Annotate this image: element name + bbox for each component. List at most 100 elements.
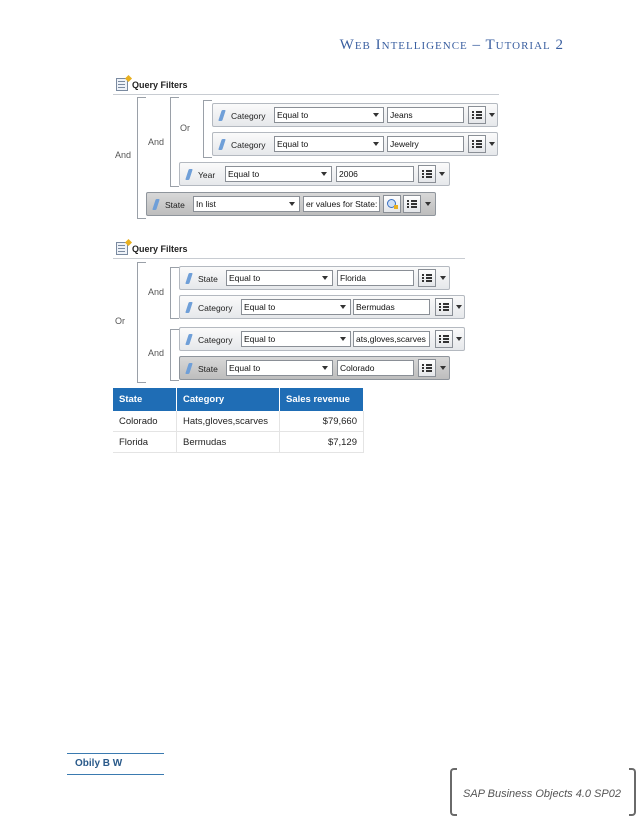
filter-row-state-colorado[interactable]: State Equal to Colorado xyxy=(179,356,450,380)
row-menu-dropdown[interactable] xyxy=(454,301,464,313)
row-menu-dropdown[interactable] xyxy=(437,168,447,180)
cell-sales-revenue: $7,129 xyxy=(279,431,364,453)
column-header-sales-revenue: Sales revenue xyxy=(279,388,364,411)
row-menu-dropdown[interactable] xyxy=(487,109,497,121)
prompt-icon[interactable] xyxy=(383,195,401,213)
chevron-down-icon xyxy=(340,305,346,309)
cell-state: Colorado xyxy=(113,411,177,432)
operator-select[interactable]: Equal to xyxy=(274,107,384,123)
filter-object: State xyxy=(165,200,185,210)
dimension-icon xyxy=(185,169,193,180)
query-filters-header: Query Filters xyxy=(113,76,499,95)
row-menu-dropdown[interactable] xyxy=(423,198,433,210)
query-filter-icon xyxy=(116,78,128,91)
operator-and-outer[interactable]: And xyxy=(115,150,132,160)
dimension-icon xyxy=(185,273,193,284)
value-input[interactable]: 2006 xyxy=(336,166,414,182)
chevron-down-icon xyxy=(373,113,379,117)
filter-row-category-jeans[interactable]: Category Equal to Jeans xyxy=(212,103,498,127)
operator-select[interactable]: Equal to xyxy=(241,331,351,347)
filter-object: Year xyxy=(198,170,216,180)
results-table: State Category Sales revenue Colorado Ha… xyxy=(113,388,364,453)
dimension-icon xyxy=(218,110,226,121)
value-input[interactable]: Florida xyxy=(337,270,414,286)
operator-or[interactable]: Or xyxy=(180,123,190,133)
filter-row-category-hats[interactable]: Category Equal to ats,gloves,scarves xyxy=(179,327,465,351)
operator-select[interactable]: In list xyxy=(193,196,300,212)
value-input[interactable]: ats,gloves,scarves xyxy=(353,331,430,347)
dimension-icon xyxy=(185,363,193,374)
operator-select[interactable]: Equal to xyxy=(225,166,332,182)
or-bracket-outer xyxy=(137,262,146,383)
cell-category: Bermudas xyxy=(176,431,280,453)
dimension-icon xyxy=(185,334,193,345)
value-input[interactable]: Colorado xyxy=(337,360,414,376)
filter-row-year-2006[interactable]: Year Equal to 2006 xyxy=(179,162,450,186)
value-list-button[interactable] xyxy=(418,269,436,287)
table-row: Florida Bermudas $7,129 xyxy=(113,431,364,453)
author-name: Obily B W xyxy=(75,758,123,769)
column-header-category: Category xyxy=(176,388,280,411)
value-list-button[interactable] xyxy=(418,359,436,377)
filter-row-state-in-list[interactable]: State In list er values for State: xyxy=(146,192,436,216)
row-menu-dropdown[interactable] xyxy=(487,138,497,150)
value-list-button[interactable] xyxy=(468,106,486,124)
dimension-icon xyxy=(185,302,193,313)
table-header-row: State Category Sales revenue xyxy=(113,388,364,411)
cell-state: Florida xyxy=(113,431,177,453)
chevron-down-icon xyxy=(373,142,379,146)
filter-object: Category xyxy=(198,303,233,313)
filter-object: Category xyxy=(198,335,233,345)
value-list-button[interactable] xyxy=(468,135,486,153)
footer-box: SAP Business Objects 4.0 SP02 xyxy=(450,768,636,816)
and-bracket-inner xyxy=(170,97,179,187)
or-bracket xyxy=(203,100,212,158)
filter-row-category-bermudas[interactable]: Category Equal to Bermudas xyxy=(179,295,465,319)
author-box: Obily B W xyxy=(67,753,164,775)
chevron-down-icon xyxy=(322,276,328,280)
operator-select[interactable]: Equal to xyxy=(274,136,384,152)
operator-select[interactable]: Equal to xyxy=(226,270,333,286)
value-list-button[interactable] xyxy=(435,330,453,348)
filter-object: Category xyxy=(231,111,266,121)
operator-and-inner[interactable]: And xyxy=(148,137,165,147)
chevron-down-icon xyxy=(340,337,346,341)
value-input[interactable]: Jeans xyxy=(387,107,464,123)
value-list-button[interactable] xyxy=(435,298,453,316)
filter-row-state-florida[interactable]: State Equal to Florida xyxy=(179,266,450,290)
footer-text: SAP Business Objects 4.0 SP02 xyxy=(463,788,621,800)
filter-object: State xyxy=(198,274,218,284)
operator-or-outer[interactable]: Or xyxy=(115,316,125,326)
chevron-down-icon xyxy=(289,202,295,206)
row-menu-dropdown[interactable] xyxy=(438,272,448,284)
cell-sales-revenue: $79,660 xyxy=(279,411,364,432)
operator-and-1[interactable]: And xyxy=(148,287,165,297)
operator-select[interactable]: Equal to xyxy=(226,360,333,376)
query-filter-icon xyxy=(116,242,128,255)
table-row: Colorado Hats,gloves,scarves $79,660 xyxy=(113,411,364,432)
column-header-state: State xyxy=(113,388,177,411)
dimension-icon xyxy=(218,139,226,150)
right-bracket-decoration xyxy=(629,768,636,816)
page-header: Web Intelligence – Tutorial 2 xyxy=(339,37,564,53)
and-bracket-1 xyxy=(170,267,179,319)
dimension-icon xyxy=(152,199,160,210)
filter-row-category-jewelry[interactable]: Category Equal to Jewelry xyxy=(212,132,498,156)
query-filters-title: Query Filters xyxy=(132,244,188,254)
value-list-button[interactable] xyxy=(418,165,436,183)
query-filters-header: Query Filters xyxy=(113,240,465,259)
value-list-button[interactable] xyxy=(403,195,421,213)
and-bracket-outer xyxy=(137,97,146,219)
operator-select[interactable]: Equal to xyxy=(241,299,351,315)
filter-object: Category xyxy=(231,140,266,150)
value-input[interactable]: Bermudas xyxy=(353,299,430,315)
row-menu-dropdown[interactable] xyxy=(454,333,464,345)
value-input[interactable]: er values for State: xyxy=(303,196,380,212)
left-bracket-decoration xyxy=(450,768,457,816)
cell-category: Hats,gloves,scarves xyxy=(176,411,280,432)
chevron-down-icon xyxy=(322,366,328,370)
row-menu-dropdown[interactable] xyxy=(438,362,448,374)
operator-and-2[interactable]: And xyxy=(148,348,165,358)
value-input[interactable]: Jewelry xyxy=(387,136,464,152)
filter-object: State xyxy=(198,364,218,374)
